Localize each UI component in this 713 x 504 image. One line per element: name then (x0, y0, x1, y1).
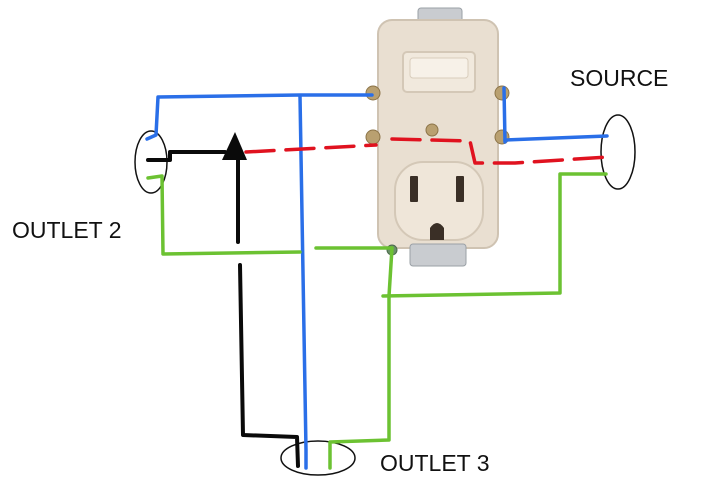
switch-outlet-device (365, 7, 510, 267)
terminal-screw-top-left (365, 85, 381, 101)
receptacle-slot-left (410, 176, 418, 202)
receptacle-ground-hole (430, 223, 444, 240)
source-label: SOURCE (570, 65, 669, 91)
direction-arrow-icon (222, 132, 247, 160)
switched-wire (146, 150, 300, 468)
terminal-screw-mid-right (494, 129, 510, 145)
terminal-screw-top-right (494, 85, 510, 101)
receptacle-slot-right (456, 176, 464, 202)
terminal-screw-mid-left (365, 129, 381, 145)
neutral-wires (145, 86, 609, 470)
ground-wires (146, 172, 608, 470)
outlet-2-label: OUTLET 2 (12, 217, 122, 243)
outlet-3-label: OUTLET 3 (380, 450, 490, 476)
outlet-3-ellipse (280, 440, 356, 476)
center-screw (425, 123, 439, 137)
source-ellipse (600, 114, 636, 190)
hot-wires (244, 137, 610, 165)
